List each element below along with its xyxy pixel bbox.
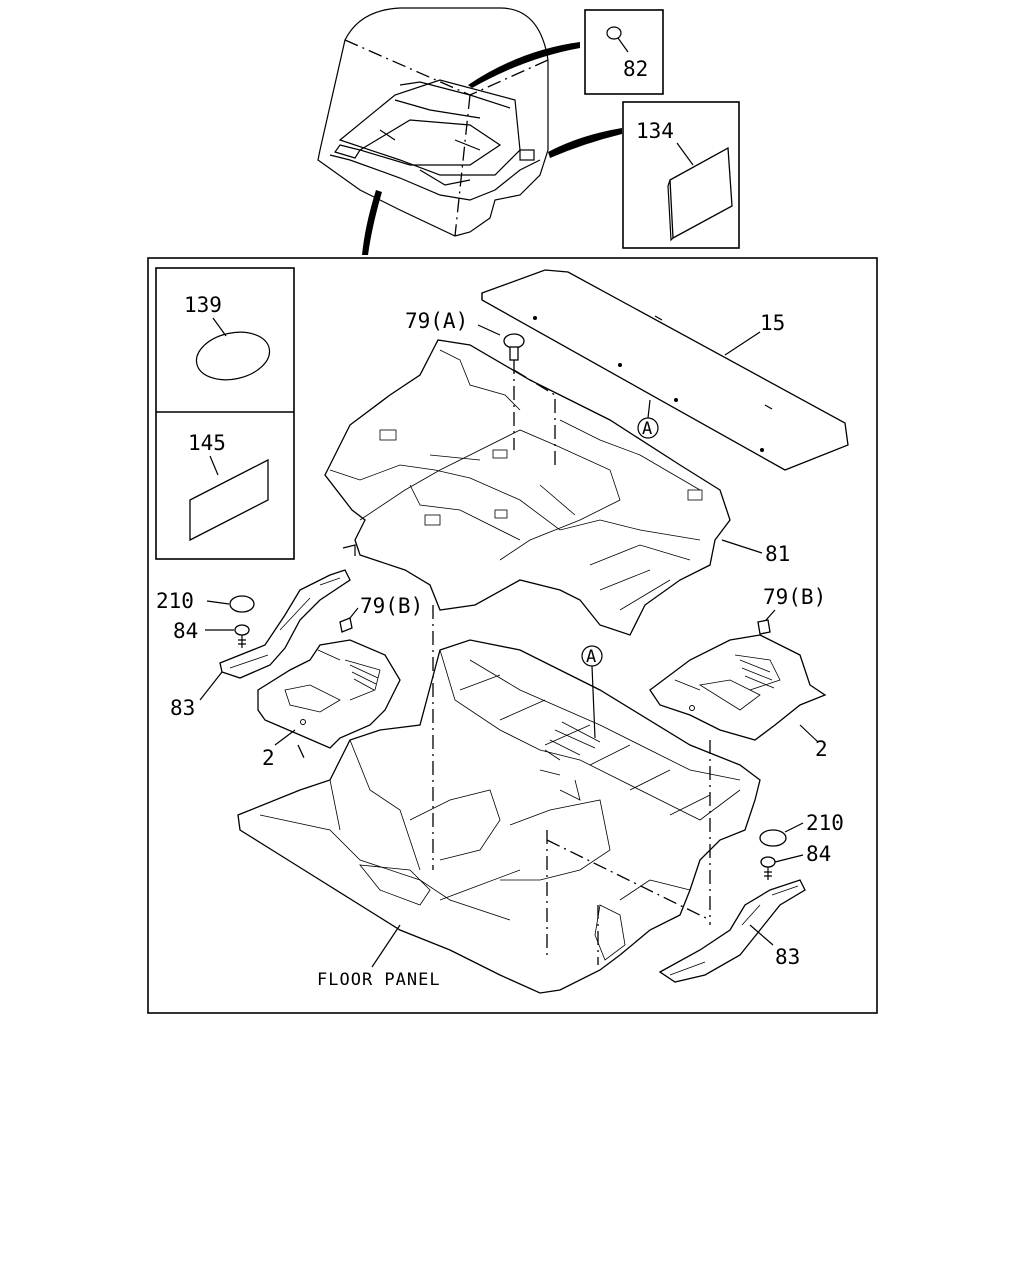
callout-79b-left: 79(B)	[360, 594, 423, 618]
ref-a-bottom-label: A	[586, 647, 597, 667]
left-side-parts: 210 84 83 79(B) 2	[156, 569, 423, 770]
callout-139: 139	[184, 293, 222, 317]
floor-panel-label: FLOOR PANEL	[317, 970, 441, 990]
alignment-lines	[297, 605, 711, 965]
callout-83-right: 83	[775, 945, 800, 969]
callout-2-left: 2	[262, 746, 275, 770]
part-15-board: 15	[481, 269, 849, 471]
callout-145: 145	[188, 431, 226, 455]
ref-circle-a-bottom: A	[581, 645, 603, 739]
part-81-carpet: 81	[324, 339, 790, 636]
callout-15: 15	[760, 311, 785, 335]
callout-210-left: 210	[156, 589, 194, 613]
callout-210-right: 210	[806, 811, 844, 835]
ref-a-top-label: A	[642, 419, 653, 439]
callout-83-left: 83	[170, 696, 195, 720]
callout-79a: 79(A)	[405, 309, 468, 333]
vehicle-overview	[317, 7, 622, 255]
right-side-parts: 79(B) 2 210 84 83	[649, 585, 844, 983]
main-frame	[147, 257, 878, 1014]
callout-134: 134	[636, 119, 674, 143]
floor-panel: FLOOR PANEL	[237, 639, 761, 994]
part-82-box: 82	[584, 9, 664, 95]
callout-79b-right: 79(B)	[763, 585, 826, 609]
callout-82: 82	[623, 57, 648, 81]
inset-panel: 139 145	[155, 267, 295, 560]
callout-81: 81	[765, 542, 790, 566]
part-134-box: 134	[622, 101, 740, 249]
ref-circle-a-top: A	[637, 399, 659, 439]
callout-2-right: 2	[815, 737, 828, 761]
callout-84-right: 84	[806, 842, 831, 866]
part-79a-clip: 79(A)	[405, 309, 556, 470]
callout-84-left: 84	[173, 619, 198, 643]
